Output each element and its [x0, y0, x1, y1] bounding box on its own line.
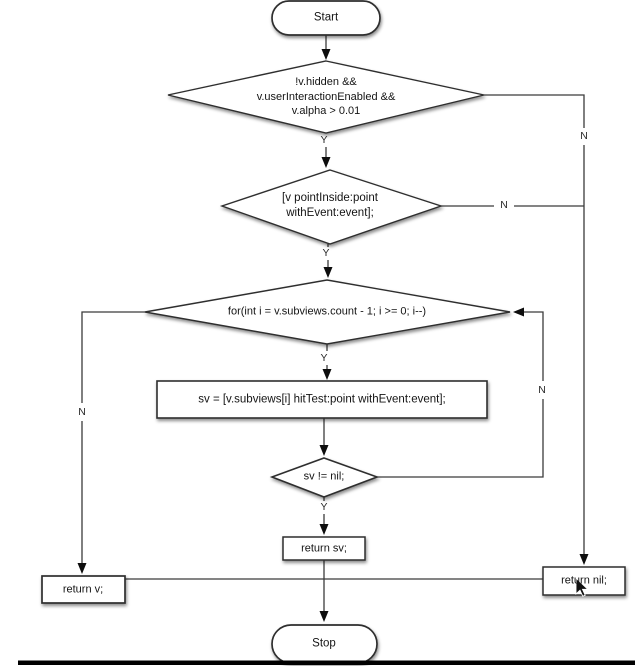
- connector-svnil-no-a: [377, 399, 544, 478]
- arrowheads: [77, 49, 589, 622]
- arrowhead-into-visibility: [321, 49, 331, 60]
- branch-label-svnil-no: N: [538, 384, 546, 396]
- branch-label-visibility-yes: Y: [320, 134, 328, 146]
- return-sv-box: [282, 536, 366, 561]
- connector-visibility-no: [484, 94, 585, 128]
- arrowhead-into-returnv: [77, 563, 87, 574]
- connector-loop-no-a: [81, 311, 145, 403]
- decision-subview-loop-label: for(int i = v.subviews.count - 1; i >= 0…: [227, 305, 427, 318]
- arrowhead-into-svnil: [319, 445, 329, 456]
- branch-label-loop-yes: Y: [320, 352, 328, 364]
- arrowhead-into-process: [322, 369, 332, 380]
- return-v-label: return v;: [62, 583, 104, 596]
- decision-sv-not-nil-label: sv != nil;: [303, 470, 345, 483]
- decision-visibility: [167, 60, 485, 134]
- branch-label-visibility-no: N: [580, 130, 588, 142]
- arrowhead-loopback-into-loop: [513, 307, 524, 317]
- flowchart-shapes: [41, 0, 626, 664]
- decision-point-inside-label: [v pointInside:point withEvent:event];: [282, 191, 378, 219]
- return-v-box: [41, 575, 126, 604]
- return-nil-box: [542, 566, 626, 596]
- decision-subview-loop: [144, 279, 511, 345]
- process-hit-test-box: [156, 380, 488, 419]
- decision-visibility-label: !v.hidden && v.userInteractionEnabled &&…: [256, 76, 396, 118]
- arrowhead-into-returnnil: [579, 554, 589, 565]
- decision-point-inside: [219, 169, 444, 245]
- branch-label-pointinside-no: N: [500, 199, 508, 211]
- arrowhead-into-loop: [323, 267, 333, 278]
- return-sv-label: return sv;: [301, 542, 347, 555]
- connector-lines: [81, 35, 585, 618]
- branch-label-loop-no: N: [78, 406, 86, 418]
- bottom-bar: [18, 660, 635, 665]
- start-terminal-label: Start: [313, 11, 339, 24]
- arrowhead-into-returnsv: [319, 524, 329, 535]
- start-terminal: [271, 0, 381, 36]
- stop-terminal-label: Stop: [312, 637, 336, 650]
- decision-sv-not-nil: [269, 457, 380, 498]
- process-hit-test-label: sv = [v.subviews[i] hitTest:point withEv…: [198, 393, 446, 406]
- return-nil-label: return nil;: [561, 574, 607, 587]
- branch-label-svnil-yes: Y: [320, 501, 328, 513]
- connector-svnil-no-b: [523, 311, 544, 381]
- branch-label-pointinside-yes: Y: [322, 247, 330, 259]
- mouse-cursor-icon: [575, 576, 589, 597]
- arrowhead-into-stop: [319, 611, 329, 622]
- arrowhead-into-pointinside: [321, 157, 331, 168]
